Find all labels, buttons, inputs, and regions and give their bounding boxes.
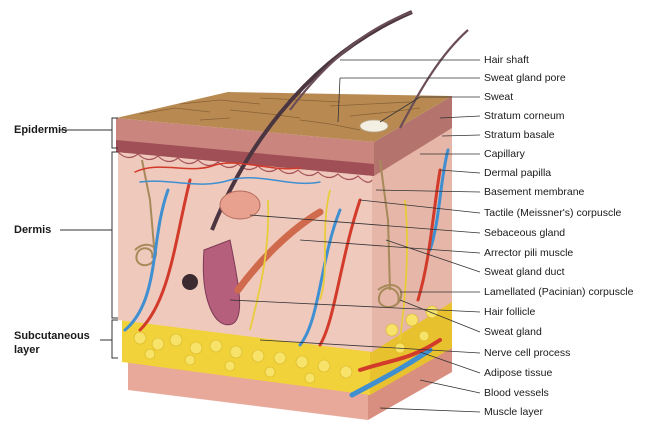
label-lamellated-corpuscle: Lamellated (Pacinian) corpuscle [484,286,633,298]
sebaceous-gland [220,191,260,219]
label-sebaceous-gland: Sebaceous gland [484,227,565,239]
label-stratum-basale: Stratum basale [484,129,555,141]
label-sweat: Sweat [484,91,513,103]
label-hair-follicle: Hair follicle [484,306,535,318]
label-dermis: Dermis [14,224,51,237]
label-muscle-layer: Muscle layer [484,406,543,418]
label-nerve-cell-process: Nerve cell process [484,347,570,359]
left-brackets [60,118,118,358]
label-hair-shaft: Hair shaft [484,54,529,66]
sweat-drop [360,120,388,132]
label-sweat-gland-duct: Sweat gland duct [484,266,565,278]
label-epidermis: Epidermis [14,124,67,137]
label-subcutaneous: Subcutaneous [14,330,90,343]
label-sweat-gland: Sweat gland [484,326,542,338]
label-basement-membrane: Basement membrane [484,186,584,198]
label-sweat-gland-pore: Sweat gland pore [484,72,566,84]
label-capillary: Capillary [484,148,525,160]
label-adipose-tissue: Adipose tissue [484,367,552,379]
label-blood-vessels: Blood vessels [484,387,549,399]
label-stratum-corneum: Stratum corneum [484,110,565,122]
label-layer: layer [14,344,40,357]
hair-bulb [182,274,198,290]
label-dermal-papilla: Dermal papilla [484,167,551,179]
label-tactile-corpuscle: Tactile (Meissner's) corpuscle [484,207,621,219]
label-arrector-pili-muscle: Arrector pili muscle [484,247,573,259]
